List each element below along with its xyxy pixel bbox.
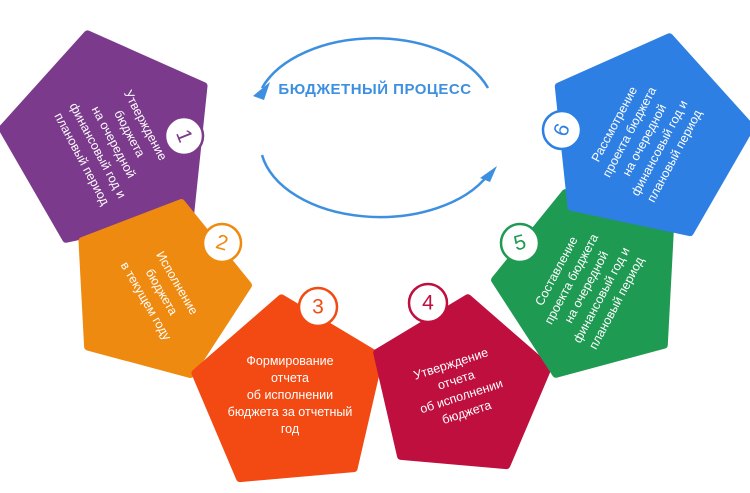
step-3-line: Формирование [246,354,333,368]
step-4-number: 4 [422,292,434,315]
bottom-arc-arrowhead [480,166,497,182]
step-3-text: Формирование отчета об исполнении бюджета з… [228,354,353,436]
step-3-line: год [281,422,300,436]
step-1-number-badge [163,115,205,157]
step-6-number-badge [541,109,583,151]
step-5-number-badge [499,222,541,264]
step-4-pentagon [373,294,552,470]
step-5: Составлениепроекта бюджетана очереднойфи… [491,189,674,378]
step-3: Формирование отчета об исполнении бюджета з… [191,286,384,483]
step-6-pentagon [554,33,750,237]
step-4-number-badge [407,282,449,324]
top-arc-arrow [260,37,490,89]
step-5-number: 5 [511,230,528,255]
step-3-pentagon [191,294,384,483]
bottom-arc-arrow [260,154,489,219]
step-6: Рассмотрениепроекта бюджетана очереднойф… [541,33,750,237]
step-3-number-badge [297,286,339,328]
step-2-number: 2 [213,230,230,255]
step-3-number: 3 [312,296,324,319]
steps-layer: Утверждениебюджетана очереднойфинансовый… [0,30,750,483]
top-arc-arrowhead [253,82,270,100]
step-3-line: бюджета за отчетный [228,405,353,419]
step-3-line: об исполнении [247,388,333,402]
step-3-line: отчета [271,371,309,385]
step-1: Утверждениебюджетана очереднойфинансовый… [0,30,208,243]
diagram-title: БЮДЖЕТНЫЙ ПРОЦЕСС [278,80,471,98]
step-2-number-badge [201,222,243,264]
cycle-arrows [253,37,497,219]
